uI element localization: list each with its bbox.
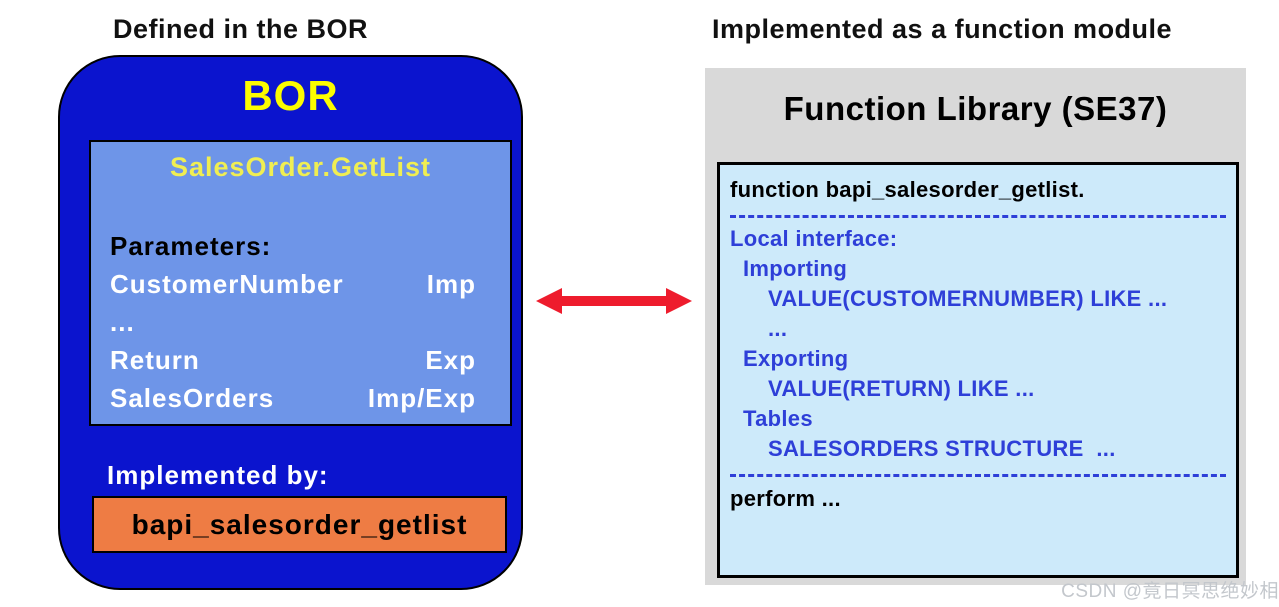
parameter-row: ...	[110, 303, 476, 341]
double-arrow-icon	[536, 288, 692, 314]
right-heading: Implemented as a function module	[712, 14, 1173, 44]
code-line: Exporting	[743, 346, 849, 371]
parameter-name: Return	[110, 345, 200, 375]
parameter-list: Parameters: CustomerNumber Imp ... Retur…	[91, 227, 510, 417]
code-line: SALESORDERS STRUCTURE ...	[768, 436, 1116, 461]
function-library-panel: Function Library (SE37) function bapi_sa…	[705, 68, 1246, 585]
parameter-name: SalesOrders	[110, 383, 275, 413]
function-name-box: bapi_salesorder_getlist	[92, 496, 507, 553]
bapi-method-box: SalesOrder.GetList Parameters: CustomerN…	[89, 140, 512, 426]
parameter-row: SalesOrders Imp/Exp	[110, 379, 476, 417]
parameters-label: Parameters:	[110, 231, 272, 261]
parameter-kind: Imp/Exp	[367, 383, 476, 413]
implemented-by-label: Implemented by:	[107, 460, 329, 490]
bor-panel-title: BOR	[242, 72, 339, 119]
left-heading: Defined in the BOR	[113, 14, 369, 44]
code-line: Importing	[743, 256, 848, 281]
watermark: CSDN @竟日冥思绝妙相	[1061, 581, 1279, 602]
code-line: VALUE(CUSTOMERNUMBER) LIKE ...	[768, 286, 1168, 311]
function-module-code-box: function bapi_salesorder_getlist. Local …	[717, 162, 1239, 578]
function-library-title: Function Library (SE37)	[783, 90, 1168, 127]
code-line: VALUE(RETURN) LIKE ...	[768, 376, 1035, 401]
code-line: Local interface:	[730, 226, 898, 251]
bor-panel: BOR SalesOrder.GetList Parameters: Custo…	[58, 55, 523, 590]
code-function-statement: function bapi_salesorder_getlist.	[730, 177, 1085, 202]
function-name: bapi_salesorder_getlist	[131, 508, 468, 540]
parameter-row: Return Exp	[110, 341, 476, 379]
parameter-name: CustomerNumber	[110, 269, 344, 299]
code-line: Tables	[743, 406, 813, 431]
code-line: ...	[768, 316, 788, 341]
code-perform-statement: perform ...	[730, 486, 841, 511]
parameter-name: ...	[110, 307, 135, 337]
dashed-separator	[730, 215, 1226, 218]
parameter-kind: Imp	[426, 269, 476, 299]
parameter-row: CustomerNumber Imp	[110, 265, 476, 303]
parameter-kind: Exp	[425, 345, 476, 375]
bapi-method-name: SalesOrder.GetList	[169, 152, 432, 182]
dashed-separator	[730, 474, 1226, 477]
